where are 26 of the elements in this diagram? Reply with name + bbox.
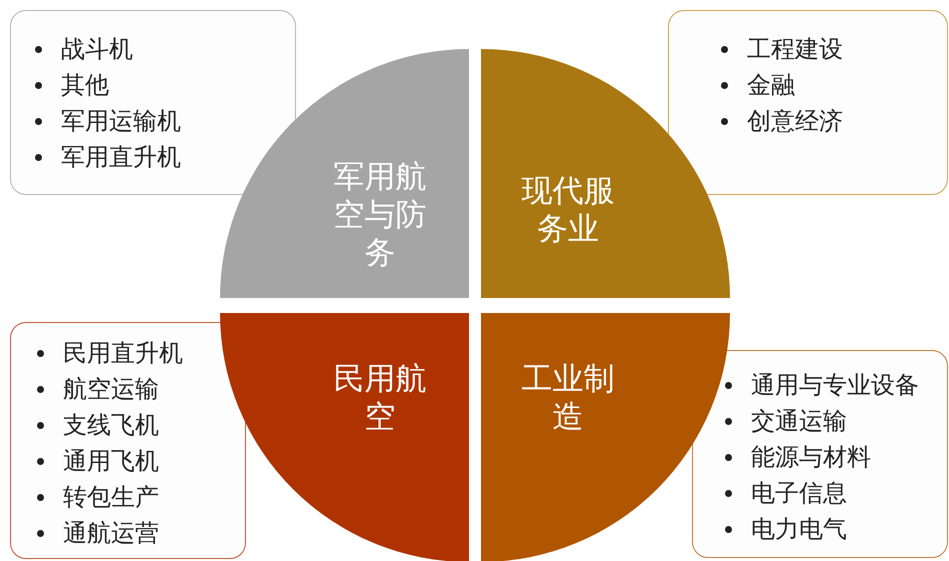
list-item: 电子信息 [751, 478, 847, 509]
list-item: 军用运输机 [61, 106, 181, 137]
list-item: 转包生产 [63, 482, 159, 513]
callout-box [692, 350, 948, 558]
callout-box [10, 10, 296, 195]
list-item: 交通运输 [751, 406, 847, 437]
quadrant-label: 现代服务业 [520, 172, 616, 248]
callout-box [668, 10, 948, 195]
list-item: 工程建设 [747, 34, 843, 65]
list-item: 民用直升机 [63, 338, 183, 369]
list-item: 其他 [61, 70, 109, 101]
list-item: 支线飞机 [63, 410, 159, 441]
list-item: 能源与材料 [751, 442, 871, 473]
list-item: 通航运营 [63, 518, 159, 549]
list-item: 军用直升机 [61, 142, 181, 173]
list-item: 通用飞机 [63, 446, 159, 477]
list-item: 创意经济 [747, 106, 843, 137]
list-item: 金融 [747, 70, 795, 101]
list-item: 电力电气 [751, 514, 847, 545]
quadrant-label: 工业制造 [520, 360, 616, 436]
callout-box [10, 322, 246, 559]
list-item: 航空运输 [63, 374, 159, 405]
list-item: 战斗机 [61, 34, 133, 65]
quadrant-label: 民用航空 [332, 360, 428, 436]
quadrant-label: 军用航空与防务 [332, 158, 428, 272]
list-item: 通用与专业设备 [751, 370, 919, 401]
